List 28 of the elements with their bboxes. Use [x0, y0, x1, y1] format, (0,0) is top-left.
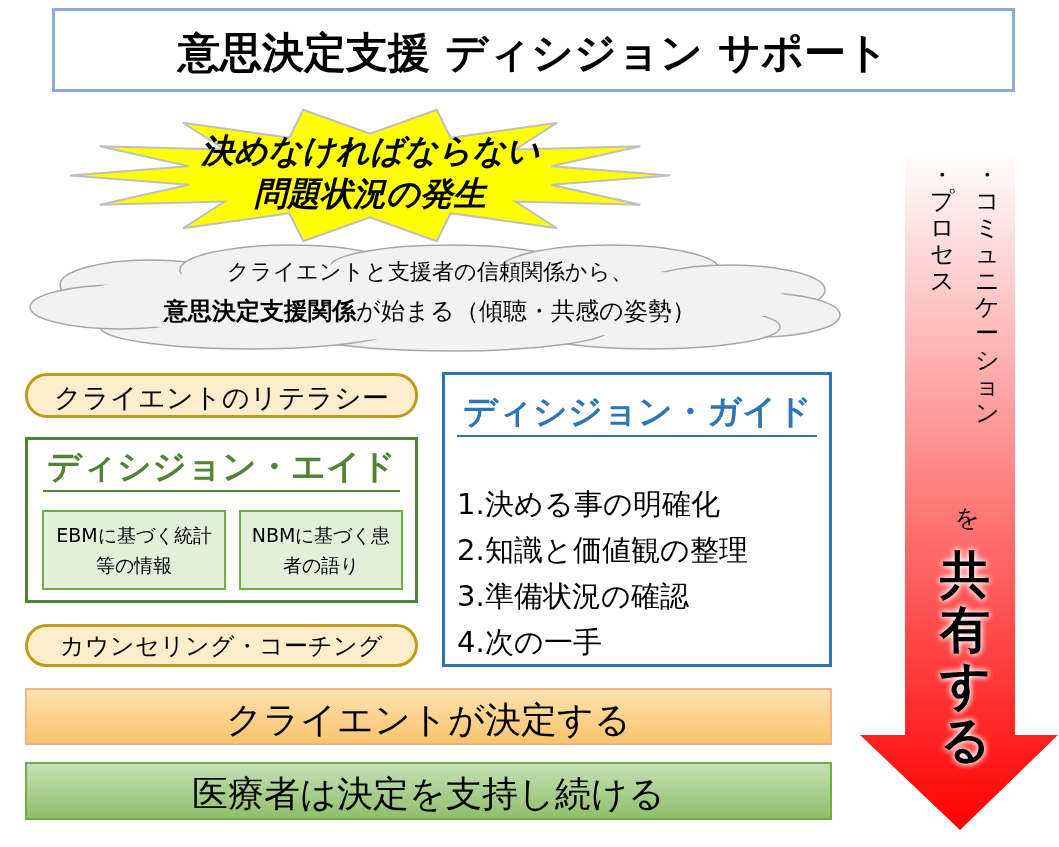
rounded-label-box	[25, 373, 418, 418]
title: 意思決定支援 ディシジョン サポート	[176, 27, 890, 79]
list-item: 3.準備状況の確認	[457, 578, 689, 615]
starburst-shape	[70, 108, 670, 243]
banner-text: 医療者は決定を支持し続ける	[191, 772, 666, 816]
banner-bar	[25, 762, 832, 820]
list-item: 1.決める事の明確化	[457, 486, 720, 523]
info-box	[239, 510, 403, 590]
cloud-text: クライエントと支援者の信頼関係から、	[226, 258, 634, 286]
vertical-text: 共有する	[940, 548, 990, 768]
info-box	[42, 510, 226, 590]
info-text: NBMに基づく患者の語り	[250, 523, 392, 579]
banner-text: クライエントが決定する	[225, 697, 632, 742]
info-text: EBMに基づく統計等の情報	[55, 523, 213, 579]
vertical-text: ・プロセス	[930, 162, 954, 294]
label-text: カウンセリング・コーチング	[59, 630, 384, 662]
list-item: 4.次の一手	[457, 624, 602, 661]
label-text: クライエントのリテラシー	[53, 380, 390, 415]
heading: ディシジョン・エイド	[43, 444, 400, 492]
banner-bar	[25, 688, 832, 745]
list-item: 2.知識と価値観の整理	[457, 532, 748, 569]
vertical-text: を	[955, 505, 979, 532]
group-box	[25, 437, 418, 603]
rounded-label-box	[25, 624, 418, 667]
cloud-text: 意思決定支援関係が始まる（傾聴・共感の姿勢）	[162, 296, 697, 327]
guide-box	[442, 372, 832, 667]
vertical-text: ・コミュニケーション	[975, 162, 999, 426]
heading: ディシジョン・ガイド	[457, 389, 817, 437]
